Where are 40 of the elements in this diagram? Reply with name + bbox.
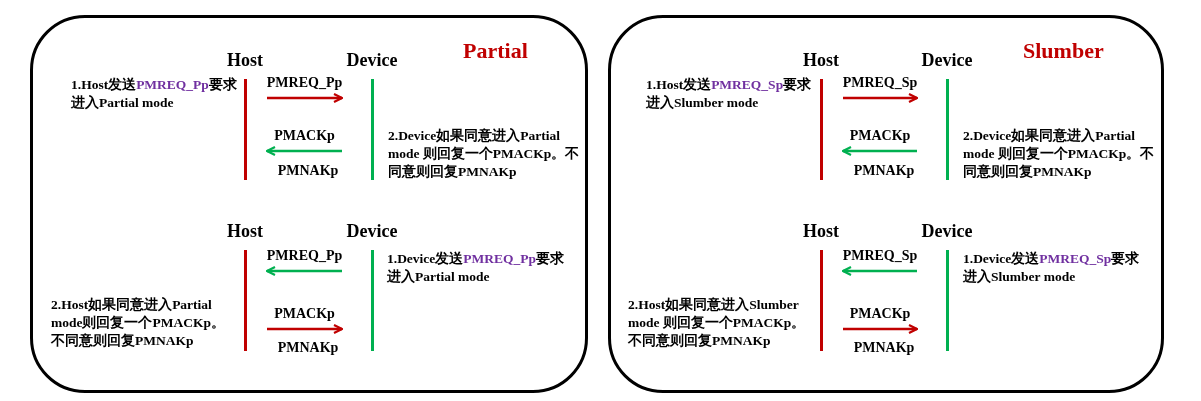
participant-label: Device bbox=[346, 50, 398, 70]
edge-label: PMACKp bbox=[274, 128, 335, 144]
note-text: 2.Host如果同意进入Slumber mode 则回复一个PMACKp。不同意则回复PMNAKp bbox=[628, 296, 807, 350]
participant-label: Host bbox=[227, 221, 263, 241]
edge-label: PMACKp bbox=[849, 128, 911, 144]
note-text: 2.Device如果同意进入Partial mode 则回复一个PMACKp。不同意则回复PMNAKp bbox=[963, 127, 1156, 181]
panel-frame bbox=[30, 15, 588, 393]
edge-label: PMACKp bbox=[274, 306, 335, 322]
edge-label: PMREQ_Sp bbox=[842, 248, 918, 264]
edge-label: PMACKp bbox=[849, 306, 911, 322]
note-text: 1.Device发送PMREQ_Pp要求进入Partial mode bbox=[387, 250, 566, 286]
panel-title: Partial bbox=[463, 38, 528, 64]
participant-label: Device bbox=[346, 221, 398, 241]
arrow bbox=[265, 265, 342, 277]
note-text: 1.Host发送PMREQ_Sp要求进入Slumber mode bbox=[646, 76, 813, 112]
message-label: PMNAKp bbox=[853, 163, 915, 179]
edge-label: PMREQ_Pp bbox=[266, 248, 343, 264]
panel-frame bbox=[608, 15, 1164, 393]
edge-label: PMREQ_Pp bbox=[266, 75, 343, 91]
note-text: 1.Device发送PMREQ_Sp要求进入Slumber mode bbox=[963, 250, 1141, 286]
message-label: PMNAKp bbox=[277, 163, 339, 179]
arrow bbox=[843, 323, 919, 335]
note-text: 2.Device如果同意进入Partial mode 则回复一个PMACKp。不同意则回复PMNAKp bbox=[388, 127, 581, 181]
panel-title: Slumber bbox=[1023, 38, 1104, 64]
arrow bbox=[841, 145, 917, 157]
arrow bbox=[843, 92, 919, 104]
participant-label: Host bbox=[803, 221, 839, 241]
edge-label: PMREQ_Sp bbox=[842, 75, 918, 91]
arrow bbox=[267, 323, 344, 335]
note-text: 1.Host发送PMREQ_Pp要求进入Partial mode bbox=[71, 76, 238, 112]
participant-label: Device bbox=[921, 221, 973, 241]
participant-label: Host bbox=[227, 50, 263, 70]
arrow bbox=[267, 92, 344, 104]
arrow bbox=[265, 145, 342, 157]
arrow bbox=[841, 265, 917, 277]
message-label: PMNAKp bbox=[853, 340, 915, 356]
message-label: PMNAKp bbox=[277, 340, 339, 356]
participant-label: Host bbox=[803, 50, 839, 70]
participant-label: Device bbox=[921, 50, 973, 70]
note-text: 2.Host如果同意进入Partial mode则回复一个PMACKp。不同意则回复PMNAKp bbox=[51, 296, 226, 350]
